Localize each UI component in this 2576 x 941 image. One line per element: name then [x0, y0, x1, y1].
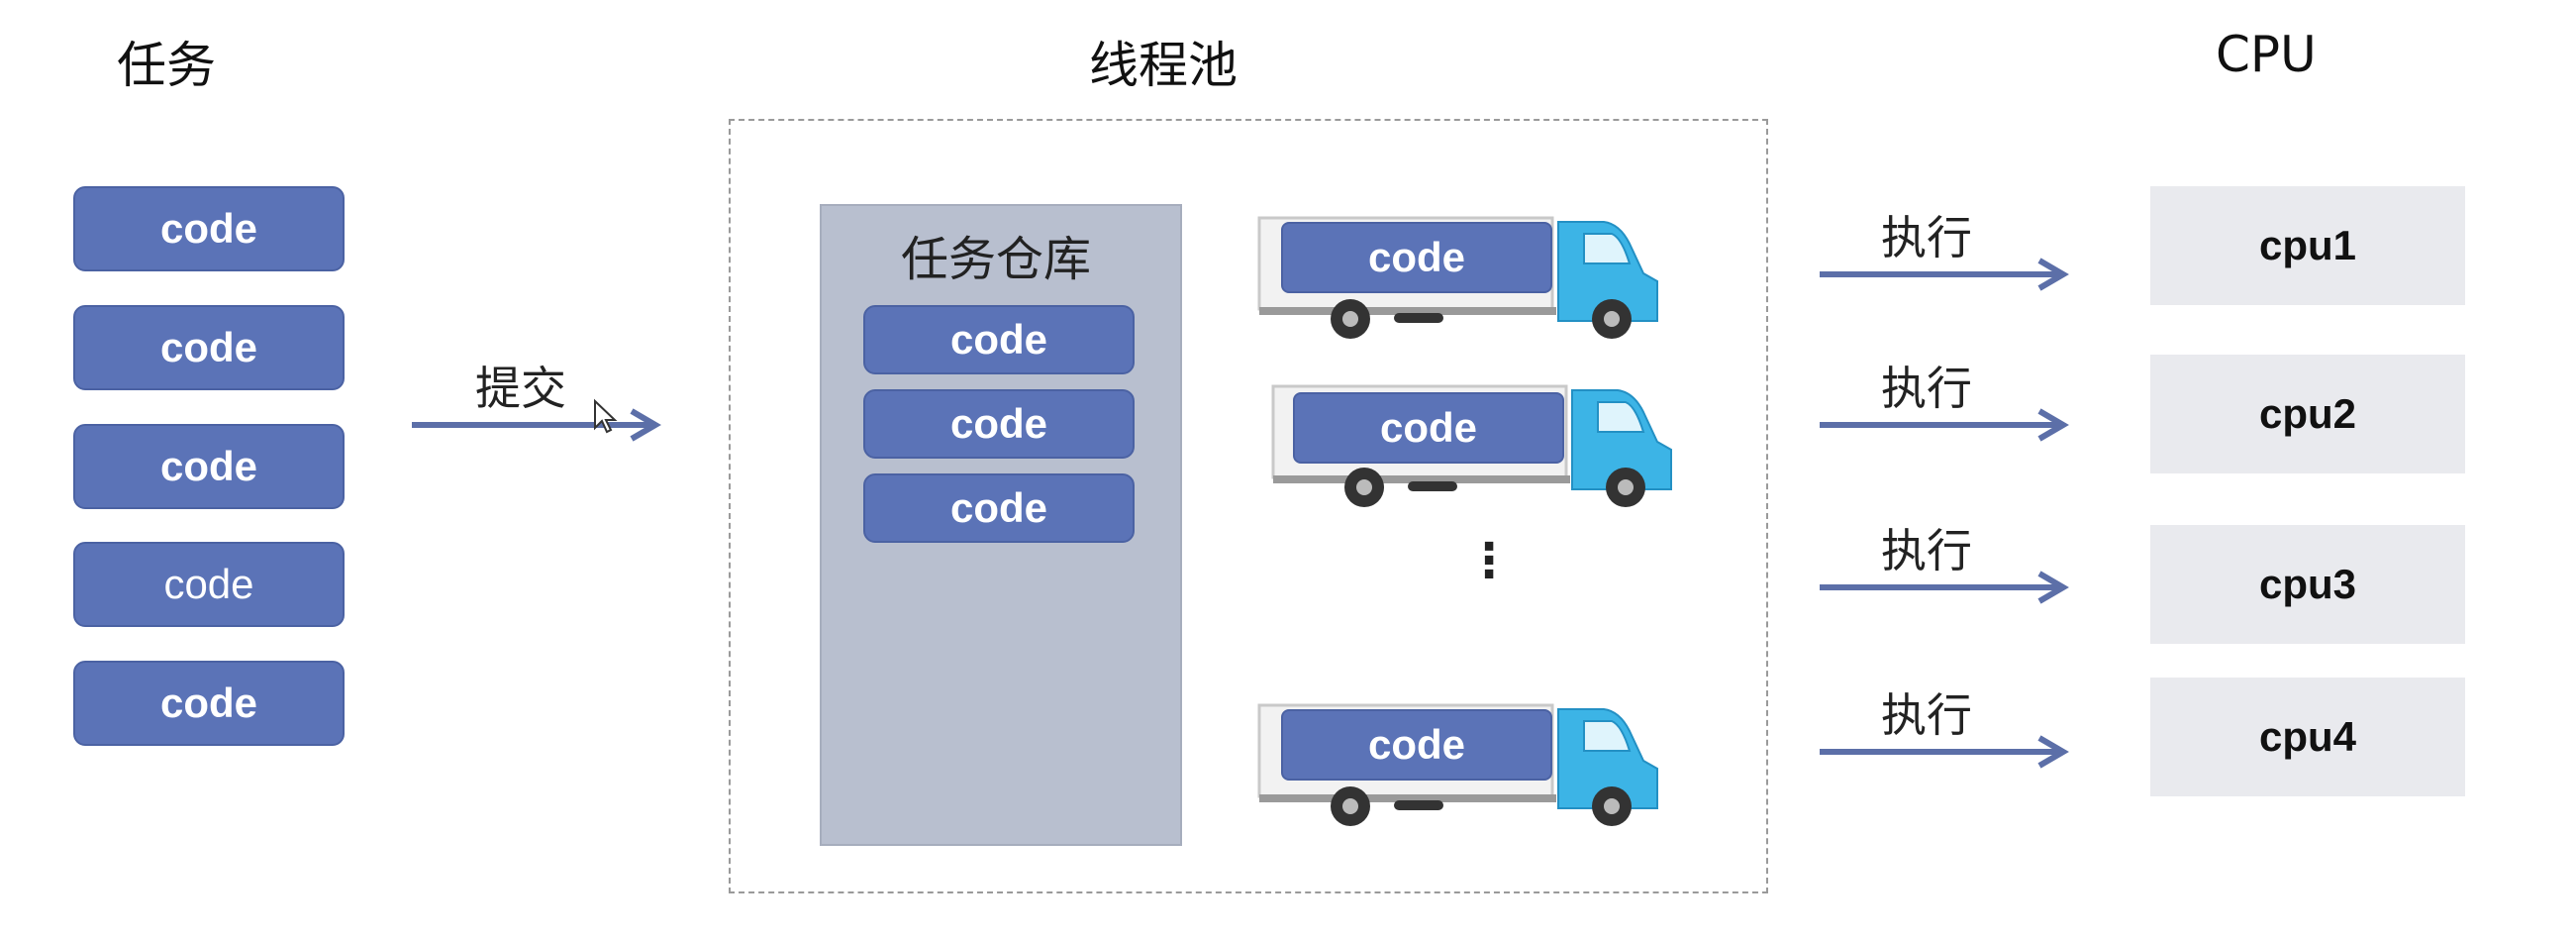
execute-arrow-icon	[1820, 735, 2069, 769]
task-chip: code	[73, 542, 345, 627]
task-chip: code	[73, 424, 345, 509]
worker-task-chip: code	[1281, 709, 1552, 781]
execute-arrow-icon	[1820, 258, 2069, 291]
cpu-box: cpu1	[2150, 186, 2465, 305]
execute-label: 执行	[1881, 211, 1972, 264]
worker-truck: code	[1269, 372, 1683, 511]
cpu-heading: CPU	[2216, 26, 2317, 83]
cpu-box: cpu4	[2150, 678, 2465, 796]
mouse-cursor-icon	[594, 398, 618, 434]
thread-pool-container	[729, 119, 1768, 893]
thread-pool-heading: 线程池	[1089, 37, 1238, 94]
warehouse-task-chip: code	[863, 473, 1135, 543]
submit-label: 提交	[475, 362, 566, 415]
execute-arrow-icon	[1820, 408, 2069, 442]
warehouse-task-chip: code	[863, 389, 1135, 459]
worker-truck: code	[1255, 204, 1669, 343]
execute-label: 执行	[1881, 362, 1972, 415]
task-chip: code	[73, 661, 345, 746]
execute-arrow-icon	[1820, 571, 2069, 604]
warehouse-title: 任务仓库	[901, 232, 1092, 287]
tasks-heading: 任务	[117, 37, 216, 94]
warehouse-task-chip: code	[863, 305, 1135, 374]
task-chip: code	[73, 305, 345, 390]
execute-label: 执行	[1881, 688, 1972, 742]
submit-arrow-icon	[412, 408, 661, 442]
task-chip: code	[73, 186, 345, 271]
worker-task-chip: code	[1281, 222, 1552, 293]
execute-label: 执行	[1881, 524, 1972, 577]
more-workers-ellipsis: ⋮	[1465, 533, 1513, 588]
cpu-box: cpu3	[2150, 525, 2465, 644]
worker-truck: code	[1255, 691, 1669, 830]
worker-task-chip: code	[1293, 392, 1564, 464]
cpu-box: cpu2	[2150, 355, 2465, 473]
